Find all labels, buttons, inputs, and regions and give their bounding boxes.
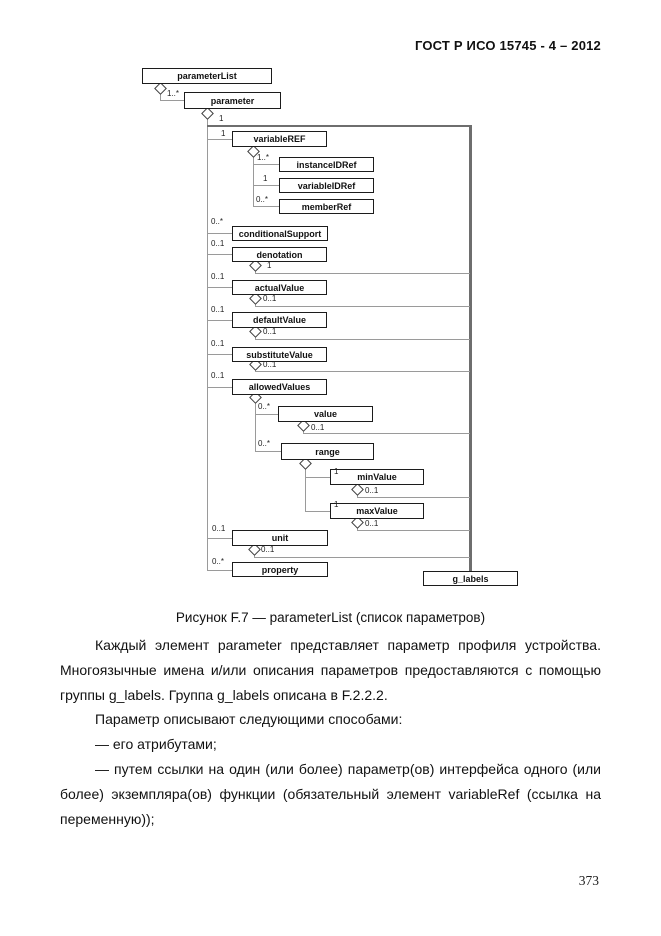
node-property: property <box>232 562 328 577</box>
node-parameterList: parameterList <box>142 68 272 84</box>
multiplicity-label: 0..1 <box>263 360 277 369</box>
connector-line <box>207 139 232 140</box>
page-number: 373 <box>578 873 599 888</box>
node-g_labels: g_labels <box>423 571 518 586</box>
connector-line <box>255 401 256 452</box>
multiplicity-label: 1 <box>263 174 268 183</box>
multiplicity-label: 0..1 <box>212 524 226 533</box>
multiplicity-label: 1 <box>221 129 226 138</box>
multiplicity-label: 1..* <box>257 153 270 162</box>
connector-line <box>255 371 470 372</box>
connector-line <box>253 164 279 165</box>
node-denotation: denotation <box>232 247 327 262</box>
connector-line <box>207 233 232 234</box>
multiplicity-label: 1 <box>334 467 339 476</box>
connector-line <box>357 530 470 531</box>
connector-line <box>253 155 254 207</box>
connector-line <box>207 570 232 571</box>
connector-line <box>357 497 470 498</box>
node-instanceIDRef: instanceIDRef <box>279 157 374 172</box>
connector-line <box>207 125 470 127</box>
multiplicity-label: 0..* <box>256 195 269 204</box>
connector-line <box>255 414 278 415</box>
multiplicity-label: 1 <box>334 500 339 509</box>
multiplicity-label: 0..* <box>211 217 224 226</box>
connector-line <box>207 254 232 255</box>
connector-line <box>255 273 470 274</box>
connector-line <box>255 339 470 340</box>
node-conditionalSupport: conditionalSupport <box>232 226 328 241</box>
node-defaultValue: defaultValue <box>232 312 327 328</box>
connector-line <box>305 477 330 478</box>
aggregation-diamond-icon <box>201 107 214 120</box>
multiplicity-label: 0..1 <box>211 239 225 248</box>
connector-line <box>160 92 161 101</box>
connector-line <box>255 306 470 307</box>
multiplicity-label: 0..1 <box>211 371 225 380</box>
connector-line <box>207 354 232 355</box>
node-variableREF: variableREF <box>232 131 327 147</box>
node-maxValue: maxValue <box>330 503 424 519</box>
aggregation-diamond-icon <box>351 483 364 496</box>
bullet-1: — его атрибутами; <box>95 736 217 753</box>
node-unit: unit <box>232 530 328 546</box>
connector-line <box>469 125 472 571</box>
multiplicity-label: 1 <box>219 114 224 123</box>
multiplicity-label: 0..1 <box>263 327 277 336</box>
node-parameter: parameter <box>184 92 281 109</box>
document-header: ГОСТ Р ИСО 15745 - 4 – 2012 <box>414 38 601 53</box>
multiplicity-label: 0..* <box>258 439 271 448</box>
connector-line <box>207 117 208 570</box>
multiplicity-label: 0..1 <box>311 423 325 432</box>
connector-line <box>305 467 306 512</box>
multiplicity-label: 0..1 <box>211 305 225 314</box>
multiplicity-label: 1 <box>267 261 272 270</box>
bullet-2: — путем ссылки на один (или более) парам… <box>60 760 601 827</box>
connector-line <box>303 433 470 434</box>
node-variableIDRef: variableIDRef <box>279 178 374 193</box>
node-substituteValue: substituteValue <box>232 347 327 362</box>
connector-line <box>207 538 232 539</box>
multiplicity-label: 1..* <box>167 89 180 98</box>
connector-line <box>305 511 330 512</box>
node-value: value <box>278 406 373 422</box>
multiplicity-label: 0..* <box>212 557 225 566</box>
body-text: Каждый элемент parameter представляет па… <box>60 633 601 831</box>
multiplicity-label: 0..1 <box>261 545 275 554</box>
connector-line <box>207 320 232 321</box>
multiplicity-label: 0..1 <box>263 294 277 303</box>
connector-line <box>207 287 232 288</box>
aggregation-diamond-icon <box>154 82 167 95</box>
connector-line <box>253 185 279 186</box>
schema-diagram: parameterList parameter variableREF inst… <box>142 68 518 586</box>
node-memberRef: memberRef <box>279 199 374 214</box>
multiplicity-label: 0..1 <box>211 339 225 348</box>
node-range: range <box>281 443 374 460</box>
multiplicity-label: 0..1 <box>365 519 379 528</box>
node-actualValue: actualValue <box>232 280 327 295</box>
multiplicity-label: 0..* <box>258 402 271 411</box>
connector-line <box>253 206 279 207</box>
paragraph-1: Каждый элемент parameter представляет па… <box>60 637 601 703</box>
figure-caption: Рисунок F.7 — parameterList (список пара… <box>175 610 486 625</box>
node-minValue: minValue <box>330 469 424 485</box>
connector-line <box>160 100 184 101</box>
connector-line <box>207 387 232 388</box>
multiplicity-label: 0..1 <box>365 486 379 495</box>
paragraph-2: Параметр описывают следующими способами: <box>95 711 403 728</box>
node-allowedValues: allowedValues <box>232 379 327 395</box>
connector-line <box>255 451 281 452</box>
multiplicity-label: 0..1 <box>211 272 225 281</box>
connector-line <box>254 557 470 558</box>
